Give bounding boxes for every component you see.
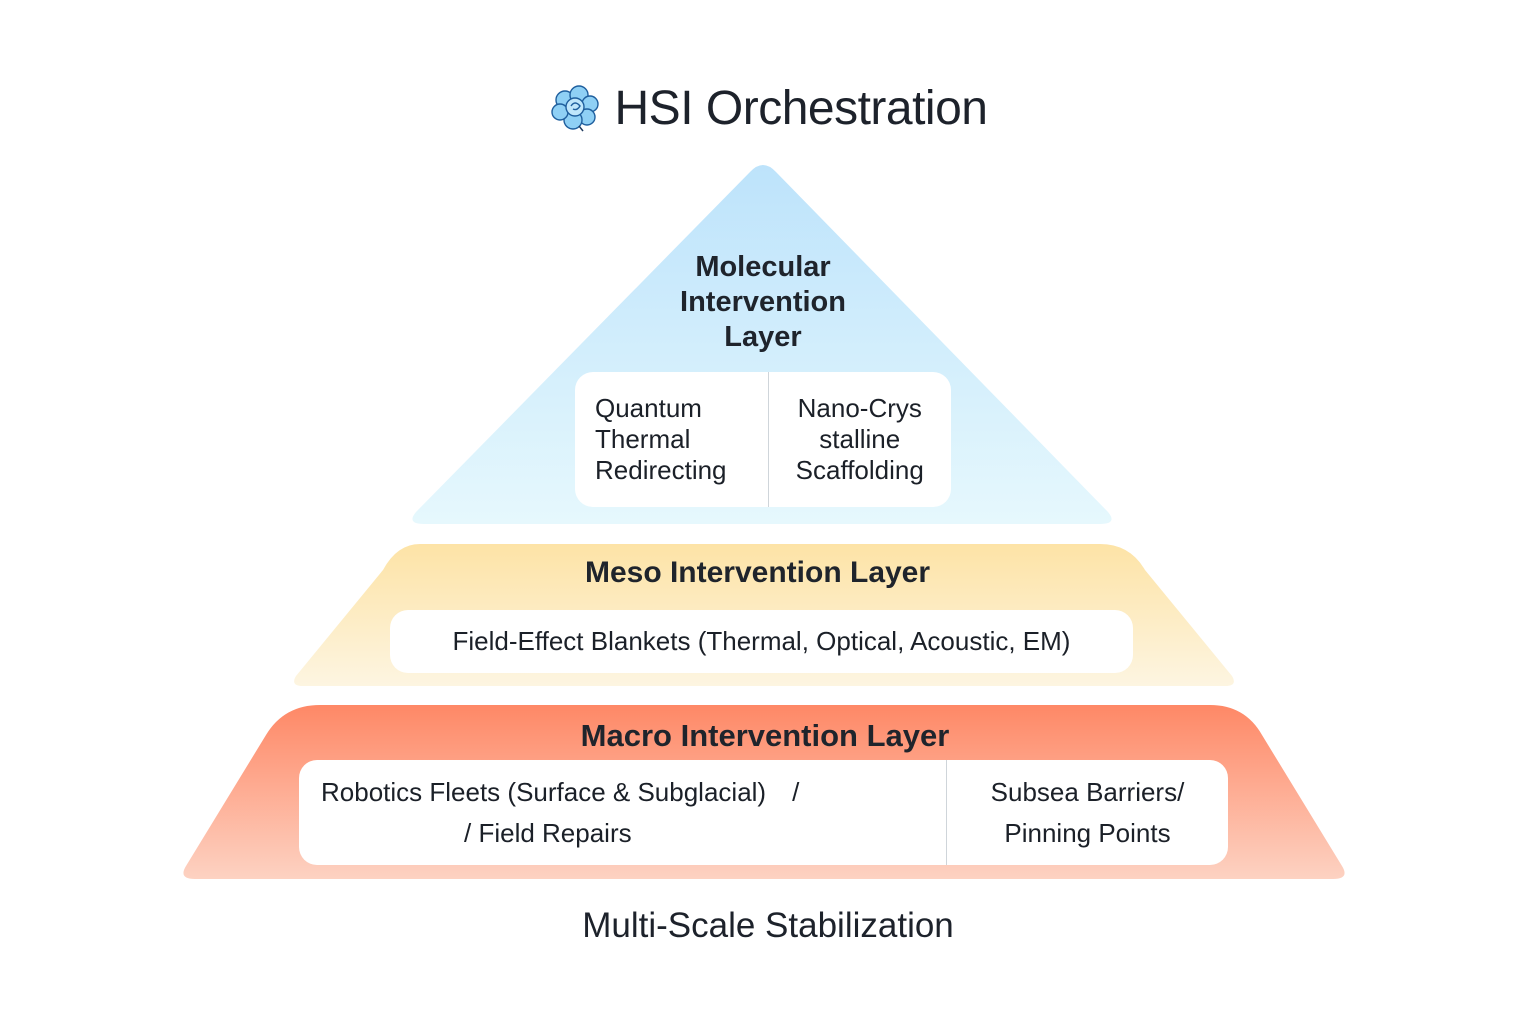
item-line: Quantum <box>595 393 702 423</box>
molecular-title-line: Molecular <box>695 251 831 283</box>
item-line: Scaffolding <box>795 455 924 485</box>
item-line: Pinning Points <box>1004 817 1171 848</box>
meso-layer-title: Meso Intervention Layer <box>584 556 931 589</box>
macro-layer-title: Macro Intervention Layer <box>580 718 950 753</box>
item-line: stalline <box>819 424 901 454</box>
item-line: Redirecting <box>595 455 727 485</box>
field-effect-blankets-item: Field-Effect Blankets (Thermal, Optical,… <box>452 626 1071 656</box>
blue-brain-flower-icon <box>550 85 599 132</box>
diagram-header: HSI Orchestration <box>0 78 1536 138</box>
subsea-barriers-item: Subsea Barriers/ Pinning Points <box>947 760 1228 865</box>
meso-items-card: Field-Effect Blankets (Thermal, Optical,… <box>390 610 1133 673</box>
item-line: Subsea Barriers/ <box>990 776 1185 807</box>
molecular-layer-title: Molecular Intervention Layer <box>620 250 906 355</box>
molecular-title-line: Intervention <box>680 286 846 318</box>
diagram-title: HSI Orchestration <box>614 81 988 135</box>
robotics-fleets-item: Robotics Fleets (Surface & Subglacial) / … <box>299 760 946 865</box>
item-line: Thermal <box>595 424 691 454</box>
item-line: Nano-Crys <box>797 393 922 423</box>
macro-items-card: Robotics Fleets (Surface & Subglacial) / … <box>299 760 1228 865</box>
molecular-items-card: Quantum Thermal Redirecting Nano-Crys st… <box>575 372 951 507</box>
molecular-title-line: Layer <box>724 321 802 353</box>
item-line: Robotics Fleets (Surface & Subglacial) / <box>321 772 946 813</box>
item-divider <box>946 760 947 865</box>
slash-separator: / <box>792 776 800 807</box>
item-line: / Field Repairs <box>464 817 632 848</box>
diagram-caption: Multi-Scale Stabilization <box>582 906 954 945</box>
item-divider <box>767 372 769 507</box>
item-line-text: Robotics Fleets (Surface & Subglacial) <box>321 776 767 807</box>
quantum-thermal-redirecting-item: Quantum Thermal Redirecting <box>575 372 768 507</box>
nano-crystalline-scaffolding-item: Nano-Crys stalline Scaffolding <box>769 372 952 507</box>
